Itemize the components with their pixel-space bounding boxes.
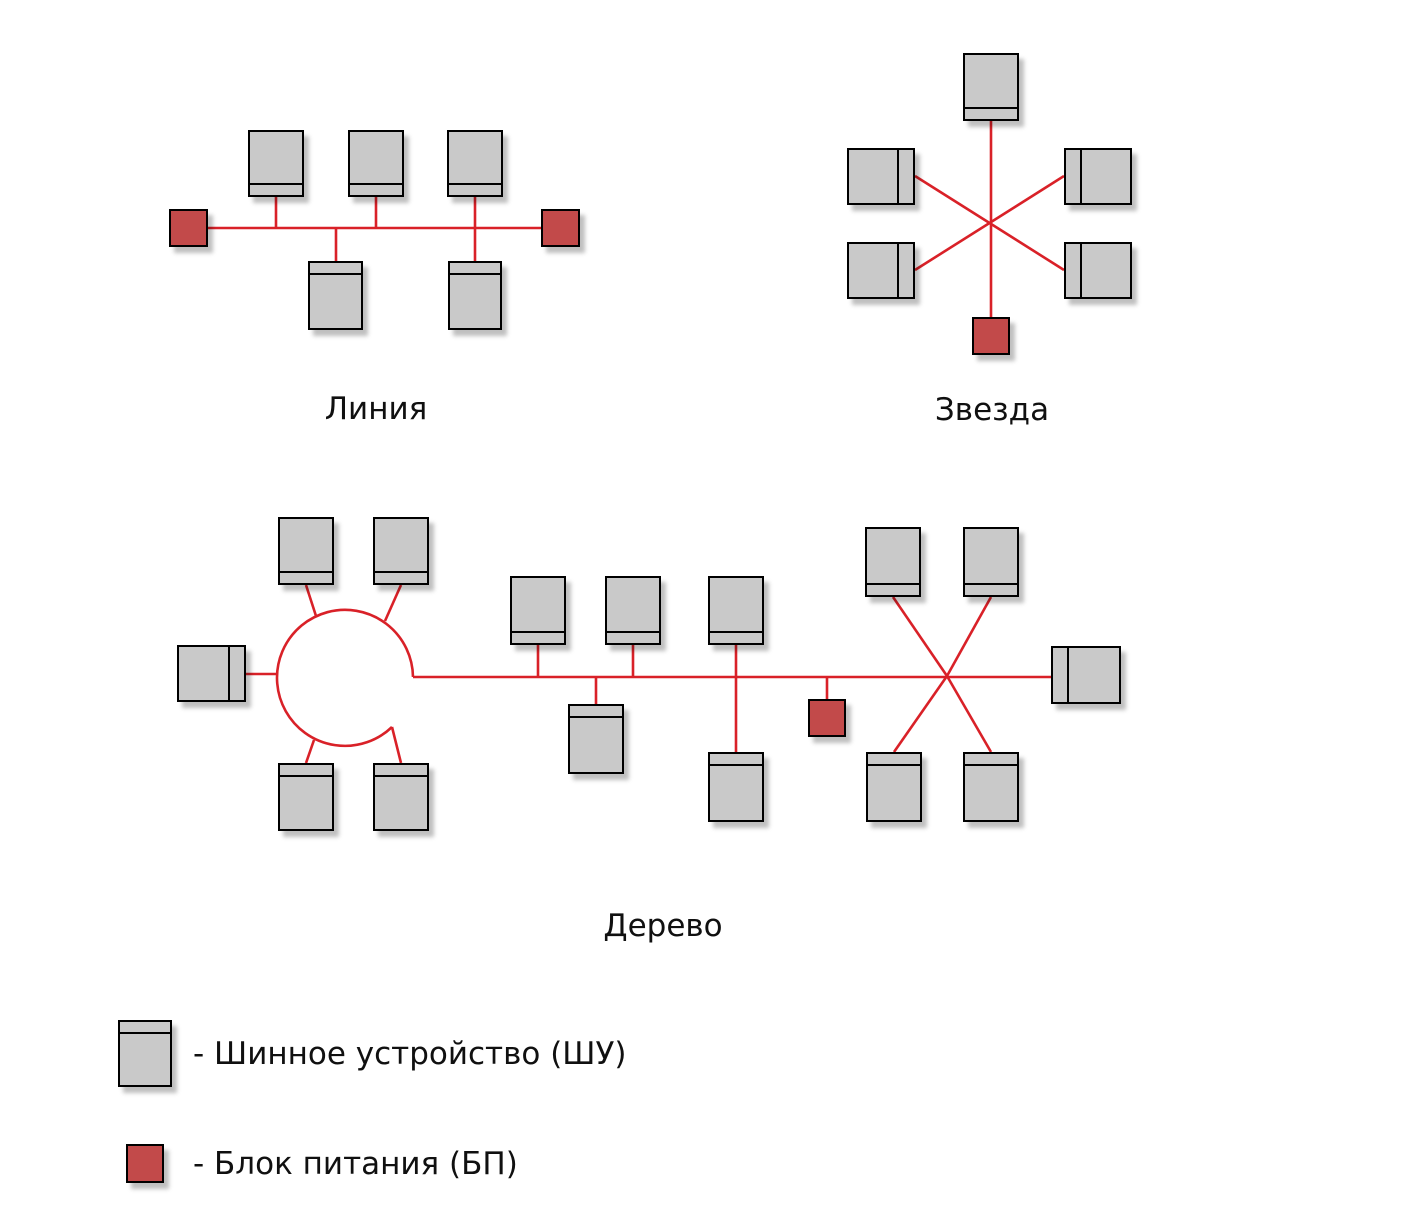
bus-device-box	[373, 517, 429, 585]
bus-device-box	[510, 576, 566, 645]
bus-device-box	[1064, 148, 1132, 205]
bus-device-legend-symbol	[118, 1020, 172, 1087]
bus-device-box	[448, 261, 502, 330]
connector-strip-divider	[607, 631, 659, 633]
bus-device-box	[605, 576, 661, 645]
legend-row-bus-device: - Шинное устройство (ШУ)	[118, 1020, 626, 1087]
tree-topology-label: Дерево	[603, 908, 723, 944]
bus-device-box	[278, 517, 334, 585]
power-supply-legend-symbol	[126, 1144, 164, 1183]
bus-device-box	[847, 242, 915, 299]
tree-connection-line	[892, 675, 949, 753]
power-supply-box	[541, 209, 580, 247]
connector-strip-divider	[897, 150, 899, 203]
tree-connection-line	[945, 675, 993, 753]
tree-connection-line	[383, 584, 403, 622]
connector-strip-divider	[570, 716, 622, 718]
connector-strip-divider	[375, 775, 427, 777]
connector-strip-divider	[965, 583, 1017, 585]
tree-connection-line	[304, 739, 316, 764]
connector-strip-divider	[310, 273, 361, 275]
line-topology-label: Линия	[324, 391, 428, 427]
star-connection-line	[914, 174, 1065, 272]
legend-row-power-supply: - Блок питания (БП)	[126, 1144, 518, 1183]
connector-strip-divider	[965, 107, 1017, 109]
bus-device-box	[1064, 242, 1132, 299]
power-supply-legend-label: - Блок питания (БП)	[193, 1145, 518, 1182]
bus-device-box	[865, 527, 921, 597]
bus-device-box	[963, 527, 1019, 597]
tree-connection-line	[304, 584, 318, 617]
connector-strip-divider	[120, 1032, 170, 1034]
connector-strip-divider	[350, 183, 402, 185]
connector-strip-divider	[449, 183, 501, 185]
bus-device-box	[308, 261, 363, 330]
tree-ring-arc	[275, 608, 415, 748]
connector-strip-divider	[868, 764, 920, 766]
connector-strip-divider	[710, 764, 762, 766]
connector-strip-divider	[1080, 150, 1082, 203]
tree-connection-line	[891, 596, 949, 677]
bus-device-box	[568, 704, 624, 774]
bus-device-box	[348, 130, 404, 197]
bus-device-box	[278, 763, 334, 831]
connector-strip-divider	[867, 583, 919, 585]
bus-device-box	[177, 645, 246, 702]
power-supply-box	[169, 209, 208, 247]
connector-strip-divider	[280, 775, 332, 777]
star-topology-label: Звезда	[934, 392, 1050, 428]
bus-device-box	[248, 130, 304, 197]
bus-device-box	[963, 53, 1019, 121]
connector-strip-divider	[1067, 648, 1069, 702]
connector-strip-divider	[280, 571, 332, 573]
power-supply-box	[972, 317, 1010, 355]
tree-connection-line	[945, 596, 993, 677]
connector-strip-divider	[965, 764, 1017, 766]
bus-device-box	[373, 763, 429, 831]
connector-strip-divider	[897, 244, 899, 297]
connector-strip-divider	[228, 647, 230, 700]
connector-strip-divider	[1080, 244, 1082, 297]
bus-device-box	[447, 130, 503, 197]
bus-device-legend-label: - Шинное устройство (ШУ)	[193, 1035, 627, 1072]
bus-device-box	[866, 752, 922, 822]
tree-connection-line	[390, 726, 403, 764]
bus-device-box	[708, 576, 764, 645]
connector-strip-divider	[450, 273, 500, 275]
bus-device-box	[963, 752, 1019, 822]
bus-device-box	[847, 148, 915, 205]
connector-strip-divider	[250, 183, 302, 185]
power-supply-box	[808, 699, 846, 737]
connector-strip-divider	[375, 571, 427, 573]
connector-strip-divider	[710, 631, 762, 633]
connector-strip-divider	[512, 631, 564, 633]
bus-device-box	[708, 752, 764, 822]
bus-device-box	[1051, 646, 1121, 704]
